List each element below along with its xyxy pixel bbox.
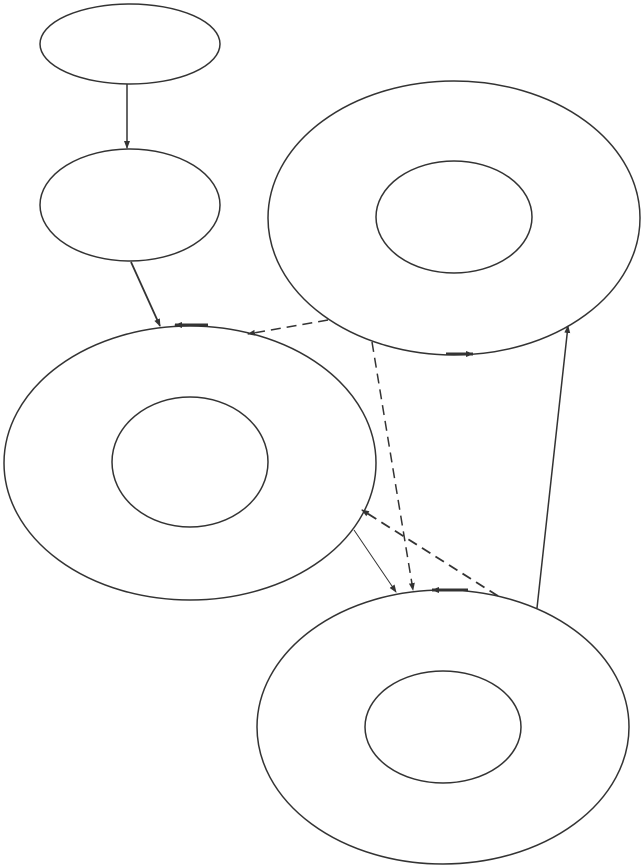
node-right-outer xyxy=(267,80,641,356)
edge-n-right-outer-to-n-bottom-outer xyxy=(371,341,415,591)
markers-layer xyxy=(174,322,474,593)
node-bottom-outer xyxy=(256,589,630,865)
node-left-inner xyxy=(111,396,269,528)
edge-n-bottom-outer-to-n-right-outer xyxy=(536,325,571,609)
nodes-layer xyxy=(3,3,641,865)
node-left-outer xyxy=(3,325,377,601)
edge-n-right-outer-to-n-left-outer xyxy=(247,319,329,336)
edge-n-left-outer-to-n-bottom-outer xyxy=(353,529,397,593)
edge-n-mid-small-to-n-left-outer xyxy=(130,261,161,327)
node-bottom-inner xyxy=(364,670,522,784)
node-top-small xyxy=(39,3,221,85)
node-right-inner xyxy=(375,160,533,274)
node-mid-small xyxy=(39,148,221,262)
edge-n-bottom-outer-to-n-left-outer xyxy=(361,509,499,597)
edges-layer xyxy=(124,84,571,609)
